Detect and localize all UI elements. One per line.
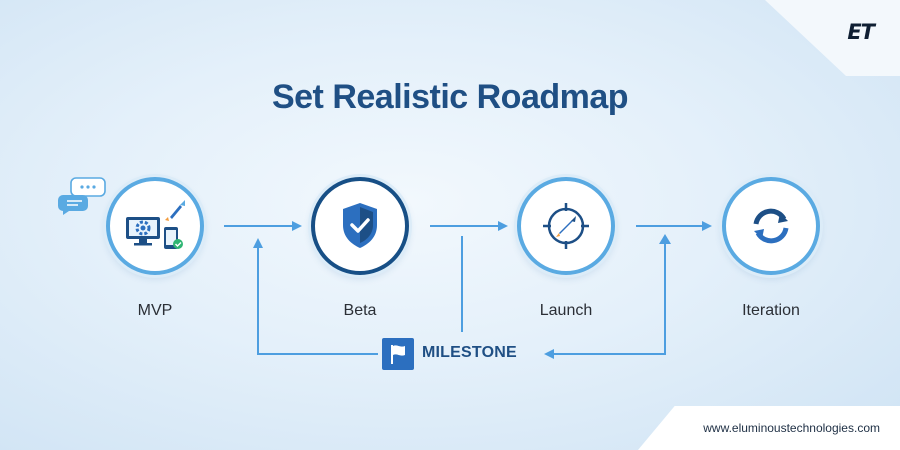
flag-icon (391, 345, 405, 364)
step-mvp-circle (106, 177, 204, 275)
loop-milestone-to-mvp (253, 238, 378, 355)
dev-tools-rocket-icon (126, 200, 185, 249)
step-launch-label: Launch (539, 302, 593, 319)
step-beta-circle (311, 177, 409, 275)
refresh-cycle-icon (753, 208, 789, 244)
arrow-up-right-loop (659, 234, 671, 244)
brand-logo: ET (847, 20, 875, 44)
corner-decoration-bottom (638, 406, 900, 450)
loop-iteration-to-milestone (544, 240, 666, 359)
step-mvp-label: MVP (137, 302, 173, 319)
step-iteration-circle (722, 177, 820, 275)
milestone-label: MILESTONE (422, 344, 517, 361)
step-beta-label: Beta (343, 302, 377, 319)
chat-bubbles-icon (58, 177, 106, 215)
step-launch-circle (517, 177, 615, 275)
step-iteration-label: Iteration (742, 302, 800, 319)
rocket-target-icon (543, 203, 589, 249)
shield-check-icon (343, 203, 377, 248)
website-url[interactable]: www.eluminoustechnologies.com (703, 421, 880, 435)
page-title: Set Realistic Roadmap (271, 78, 629, 116)
milestone-flag-box (382, 338, 414, 370)
